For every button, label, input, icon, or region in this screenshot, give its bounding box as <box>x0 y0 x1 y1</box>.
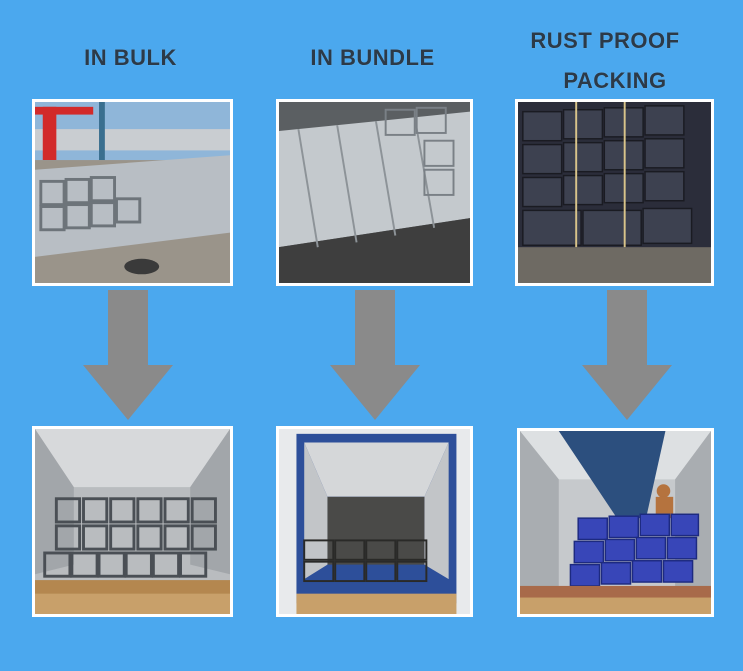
label-in-bundle: IN BUNDLE <box>310 45 435 70</box>
wrapped-container-photo <box>517 428 714 617</box>
bulk-pipes-photo <box>32 99 233 286</box>
arrow-down-icon <box>83 290 173 420</box>
label-in-bulk: IN BULK <box>84 45 177 70</box>
label-packing: PACKING <box>563 68 667 93</box>
bulk-container-photo <box>32 426 233 617</box>
wrapped-pipes-photo <box>515 99 714 286</box>
bundle-pipes-photo <box>276 99 473 286</box>
label-rust-proof: RUST PROOF <box>530 28 680 53</box>
bundle-container-photo <box>276 426 473 617</box>
arrow-down-icon <box>330 290 420 420</box>
arrow-down-icon <box>582 290 672 420</box>
